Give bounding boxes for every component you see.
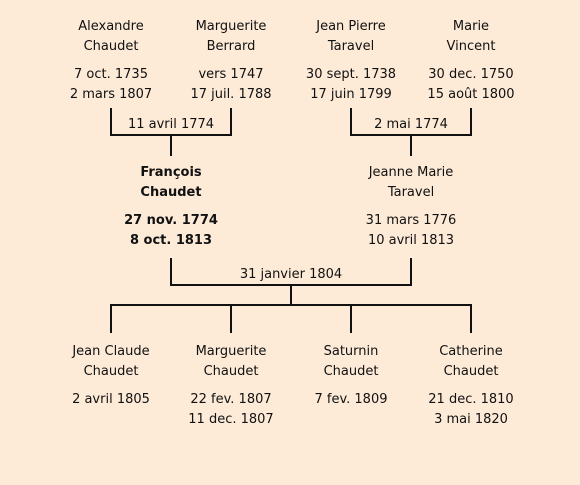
- person-marguerite-chaudet: Marguerite Chaudet 22 fev. 1807 11 dec. …: [166, 342, 296, 430]
- person-marguerite-berrard: Marguerite Berrard vers 1747 17 juil. 17…: [166, 17, 296, 105]
- person-last-name: Chaudet: [443, 364, 499, 379]
- person-jean-pierre-taravel: Jean Pierre Taravel 30 sept. 1738 17 jui…: [286, 17, 416, 105]
- person-jean-claude-chaudet: Jean Claude Chaudet 2 avril 1805: [46, 342, 176, 410]
- person-death-date: 17 juil. 1788: [190, 87, 272, 102]
- marriage-date-parents: 31 janvier 1804: [231, 267, 351, 283]
- person-birth-date: 22 fev. 1807: [190, 392, 272, 407]
- person-last-name: Chaudet: [83, 39, 139, 54]
- person-death-date: 2 mars 1807: [69, 87, 153, 102]
- person-jeanne-marie-taravel: Jeanne Marie Taravel 31 mars 1776 10 avr…: [346, 163, 476, 251]
- person-birth-date: 7 fev. 1809: [314, 392, 388, 407]
- connector-line: [170, 258, 172, 286]
- person-last-name: Taravel: [387, 185, 435, 200]
- person-birth-date: 30 sept. 1738: [305, 67, 397, 82]
- person-first-name: Marie: [452, 19, 490, 34]
- person-last-name: Taravel: [327, 39, 375, 54]
- connector-line: [230, 108, 232, 136]
- connector-line: [110, 304, 112, 333]
- person-birth-date: 27 nov. 1774: [124, 213, 218, 228]
- person-birth-date: 2 avril 1805: [72, 392, 150, 407]
- person-death-date: 8 oct. 1813: [129, 233, 213, 248]
- person-first-name: Saturnin: [323, 344, 379, 359]
- person-first-name: Alexandre: [78, 19, 144, 34]
- person-last-name: Chaudet: [140, 185, 202, 200]
- marriage-date-paternal: 11 avril 1774: [121, 117, 221, 133]
- person-first-name: François: [140, 165, 202, 180]
- person-first-name: Jean Pierre: [316, 19, 386, 34]
- person-last-name: Chaudet: [323, 364, 379, 379]
- person-saturnin-chaudet: Saturnin Chaudet 7 fev. 1809: [286, 342, 416, 410]
- connector-line: [470, 108, 472, 136]
- connector-line: [350, 304, 352, 333]
- person-first-name: Catherine: [439, 344, 503, 359]
- person-last-name: Berrard: [206, 39, 256, 54]
- person-death-date: 17 juin 1799: [310, 87, 392, 102]
- person-first-name: Marguerite: [195, 344, 267, 359]
- connector-line: [110, 304, 472, 306]
- person-birth-date: 21 dec. 1810: [428, 392, 514, 407]
- connector-line: [230, 304, 232, 333]
- person-first-name: Marguerite: [195, 19, 267, 34]
- person-last-name: Chaudet: [83, 364, 139, 379]
- person-first-name: Jeanne Marie: [368, 165, 454, 180]
- person-last-name: Chaudet: [203, 364, 259, 379]
- connector-line: [470, 304, 472, 333]
- person-francois-chaudet: François Chaudet 27 nov. 1774 8 oct. 181…: [106, 163, 236, 251]
- connector-line: [290, 284, 292, 306]
- person-death-date: 11 dec. 1807: [188, 412, 274, 427]
- person-birth-date: 31 mars 1776: [365, 213, 457, 228]
- person-alexandre-chaudet: Alexandre Chaudet 7 oct. 1735 2 mars 180…: [46, 17, 176, 105]
- person-catherine-chaudet: Catherine Chaudet 21 dec. 1810 3 mai 182…: [406, 342, 536, 430]
- person-death-date: 3 mai 1820: [434, 412, 508, 427]
- person-marie-vincent: Marie Vincent 30 dec. 1750 15 août 1800: [406, 17, 536, 105]
- connector-line: [410, 134, 412, 156]
- person-birth-date: 30 dec. 1750: [428, 67, 514, 82]
- connector-line: [170, 134, 172, 156]
- marriage-date-maternal: 2 mai 1774: [361, 117, 461, 133]
- connector-line: [410, 258, 412, 286]
- person-birth-date: vers 1747: [198, 67, 264, 82]
- person-first-name: Jean Claude: [72, 344, 150, 359]
- person-death-date: 10 avril 1813: [367, 233, 455, 248]
- connector-line: [110, 108, 112, 136]
- connector-line: [350, 108, 352, 136]
- person-birth-date: 7 oct. 1735: [74, 67, 148, 82]
- person-death-date: 15 août 1800: [427, 87, 515, 102]
- person-last-name: Vincent: [446, 39, 496, 54]
